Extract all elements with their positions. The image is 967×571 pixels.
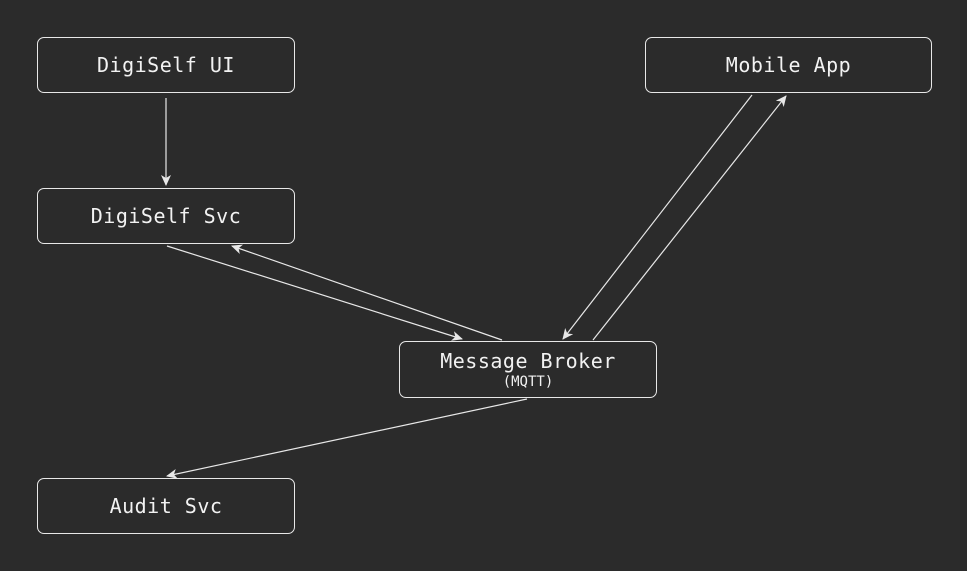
edge-mobile-to-broker — [562, 94, 753, 340]
node-label: Mobile App — [725, 53, 852, 77]
node-sublabel: (MQTT) — [502, 373, 554, 390]
node-audit-svc: Audit Svc — [37, 478, 295, 534]
node-mobile-app: Mobile App — [645, 37, 932, 93]
node-digiself-svc: DigiSelf Svc — [37, 188, 295, 244]
edge-broker-to-mobile — [592, 95, 787, 341]
edge-broker-to-svc — [231, 244, 503, 341]
node-message-broker: Message Broker (MQTT) — [399, 341, 657, 398]
node-label: DigiSelf UI — [97, 53, 235, 77]
edge-svc-to-broker — [166, 245, 463, 341]
edge-broker-to-audit — [166, 398, 528, 479]
node-label: DigiSelf Svc — [90, 204, 242, 228]
node-label: Audit Svc — [109, 494, 223, 518]
node-digiself-ui: DigiSelf UI — [37, 37, 295, 93]
node-label: Message Broker — [440, 348, 616, 373]
